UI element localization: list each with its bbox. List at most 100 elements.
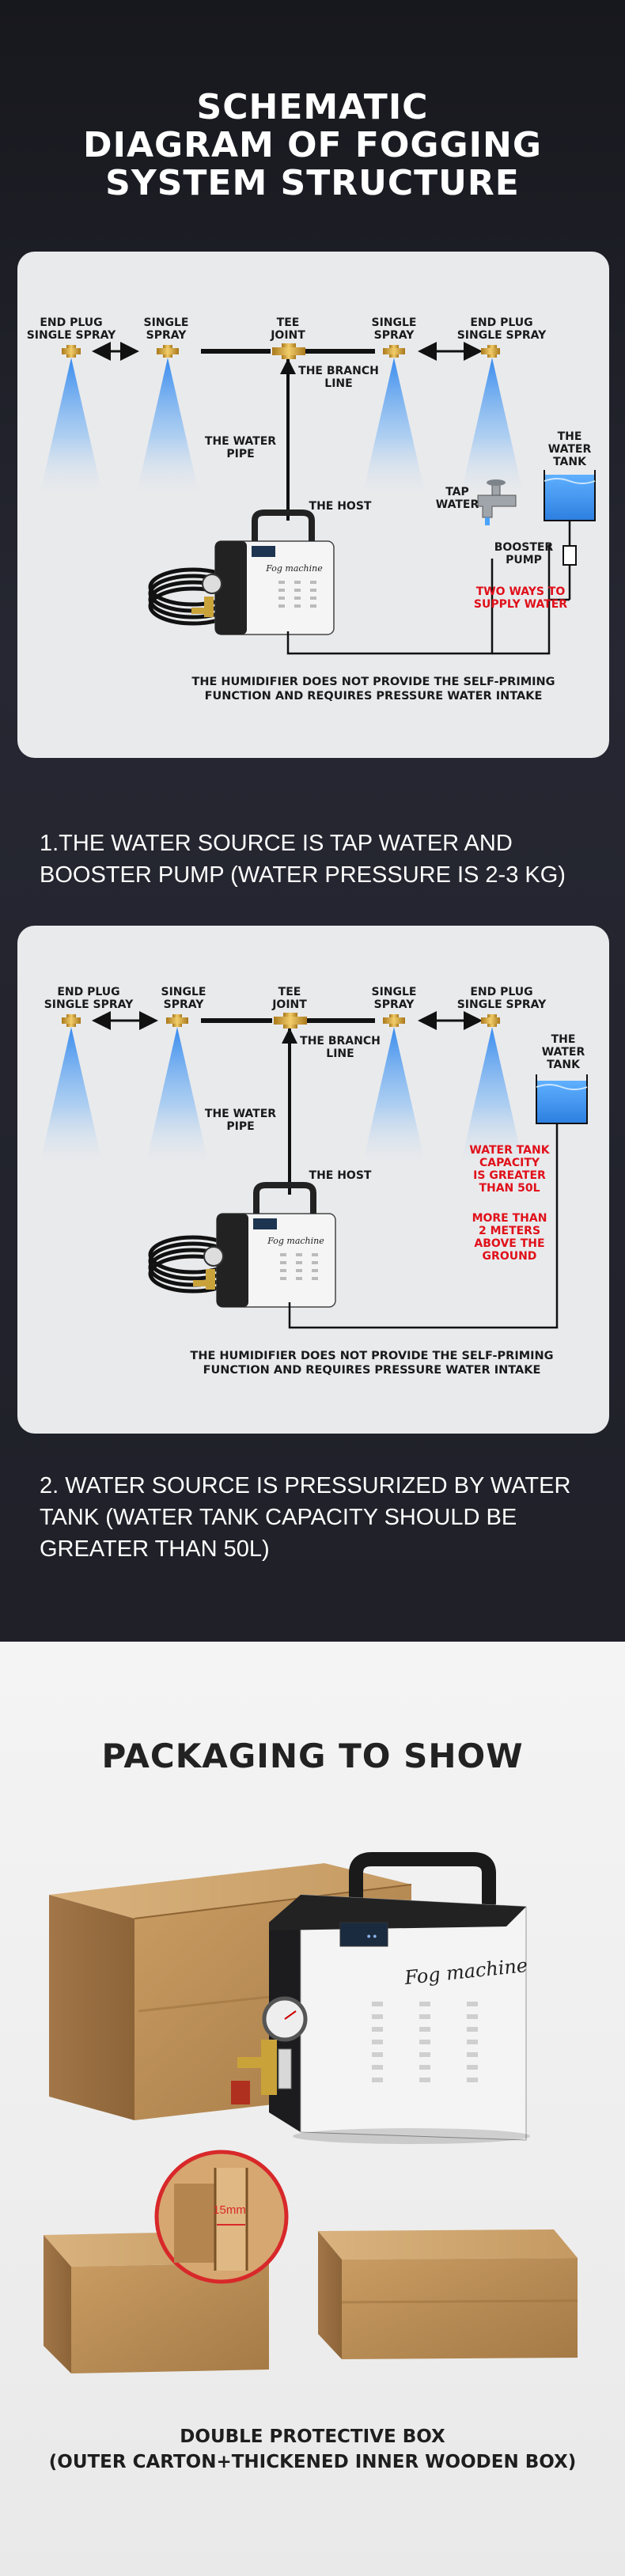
svg-text:BOOSTER: BOOSTER [494,541,554,554]
nozzle-end-left [41,1014,101,1170]
svg-text:THE WATER: THE WATER [205,1108,276,1120]
label-water-tank: THE WATER TANK [548,430,592,468]
label-end-plug-right: END PLUG SINGLE SPRAY [457,316,547,342]
svg-text:Fog machine: Fog machine [265,563,323,574]
schematic-panel-2: END PLUG SINGLE SPRAY SINGLE SPRAY TEE J… [17,926,609,1434]
nozzle-end-right [462,1014,522,1170]
label-end-plug-left: END PLUG SINGLE SPRAY [44,986,134,1011]
label-two-ways: TWO WAYS TO SUPPLY WATER [474,585,567,611]
label-single-spray-left: SINGLE SPRAY [161,986,206,1011]
fog-machine-product: ● ● Fog machine [231,1852,530,2144]
svg-text:Fog machine: Fog machine [267,1236,324,1246]
intake-pipe [286,544,551,655]
label-single-spray-right: SINGLE SPRAY [372,316,417,342]
svg-text:JOINT: JOINT [270,329,305,342]
svg-text:END PLUG: END PLUG [40,316,102,329]
nozzle-single-right [364,1014,424,1170]
svg-text:THE HUMIDIFIER DOES NOT PROVID: THE HUMIDIFIER DOES NOT PROVIDE THE SELF… [190,1350,553,1362]
intake-pipe [288,1123,559,1329]
label-tank-capacity: WATER TANK CAPACITY IS GREATER THAN 50L [469,1144,550,1195]
title-line-2: DIAGRAM OF FOGGING [83,125,542,165]
tap-faucet [477,479,517,525]
caption-water-tank: 2. WATER SOURCE IS PRESSURIZED BY WATER … [40,1473,571,1562]
svg-text:LINE: LINE [326,1047,354,1060]
svg-text:THE BRANCH: THE BRANCH [298,365,379,377]
inner-box-right [318,2229,578,2359]
svg-text:WATER TANK: WATER TANK [469,1144,550,1157]
svg-text:PIPE: PIPE [226,1120,254,1133]
svg-text:SINGLE: SINGLE [161,986,206,998]
svg-text:15mm: 15mm [213,2203,246,2217]
svg-text:TAP: TAP [445,486,469,498]
label-end-plug-left: END PLUG SINGLE SPRAY [27,316,116,342]
svg-text:SINGLE SPRAY: SINGLE SPRAY [457,998,547,1011]
water-tank [544,470,596,521]
svg-text:● ●: ● ● [366,1932,377,1940]
svg-text:ABOVE THE: ABOVE THE [474,1237,544,1250]
label-water-pipe: THE WATER PIPE [205,435,276,460]
label-water-pipe: THE WATER PIPE [205,1108,276,1133]
svg-text:SPRAY: SPRAY [374,998,415,1011]
note-self-priming: THE HUMIDIFIER DOES NOT PROVIDE THE SELF… [190,1350,553,1377]
svg-text:SINGLE SPRAY: SINGLE SPRAY [27,329,116,342]
nozzle-single-left [147,1014,207,1170]
label-tee-joint: TEE JOINT [271,986,307,1011]
nozzle-single-left [138,345,198,501]
svg-text:TEE: TEE [278,986,301,998]
label-tank-height: MORE THAN 2 METERS ABOVE THE GROUND [472,1212,547,1263]
svg-text:TEE: TEE [277,316,300,329]
tee-joint-fitting [272,343,305,359]
svg-text:END PLUG: END PLUG [57,986,119,998]
svg-text:SUPPLY WATER: SUPPLY WATER [474,598,567,611]
svg-text:THE HUMIDIFIER DOES NOT PROVID: THE HUMIDIFIER DOES NOT PROVIDE THE SELF… [191,676,555,688]
svg-text:SPRAY: SPRAY [164,998,205,1011]
page-title: SCHEMATIC DIAGRAM OF FOGGING SYSTEM STRU… [0,89,625,203]
svg-text:SINGLE SPRAY: SINGLE SPRAY [457,329,547,342]
packaging-caption: DOUBLE PROTECTIVE BOX (OUTER CARTON+THIC… [0,2424,625,2475]
packaging-caption-line-1: DOUBLE PROTECTIVE BOX [180,2426,445,2447]
packaging-illustration: ● ● Fog machine 15mm [44,1852,578,2373]
svg-text:SINGLE: SINGLE [144,316,189,329]
svg-text:THE: THE [551,1033,576,1046]
label-end-plug-right: END PLUG SINGLE SPRAY [457,986,547,1011]
label-tee-joint: TEE JOINT [270,316,305,342]
nozzle-end-left [41,345,101,501]
svg-text:WATER: WATER [436,498,479,511]
packaging-title: PACKAGING TO SHOW [101,1737,524,1775]
svg-text:PIPE: PIPE [226,448,254,460]
nozzle-end-right [462,345,522,501]
svg-text:SINGLE: SINGLE [372,986,417,998]
svg-text:PUMP: PUMP [506,554,542,566]
label-host: THE HOST [309,1169,372,1182]
label-host: THE HOST [309,500,372,513]
svg-text:FUNCTION AND REQUIRES PRESSURE: FUNCTION AND REQUIRES PRESSURE WATER INT… [203,1364,541,1377]
svg-text:JOINT: JOINT [271,998,307,1011]
svg-text:WATER: WATER [542,1046,585,1059]
label-branch-line: THE BRANCH LINE [298,365,379,390]
svg-text:CAPACITY: CAPACITY [479,1157,540,1169]
packaging-caption-line-2: (OUTER CARTON+THICKENED INNER WOODEN BOX… [48,2452,577,2472]
title-line-3: SYSTEM STRUCTURE [105,163,520,203]
svg-text:IS GREATER: IS GREATER [473,1169,546,1182]
svg-text:END PLUG: END PLUG [470,316,532,329]
svg-text:LINE: LINE [324,377,352,390]
svg-text:THAN 50L: THAN 50L [479,1182,540,1195]
schematic-panel-1: END PLUG SINGLE SPRAY SINGLE SPRAY TEE J… [17,252,609,758]
nozzle-single-right [364,345,424,501]
svg-text:2 METERS: 2 METERS [479,1225,540,1237]
title-line-1: SCHEMATIC [196,87,429,127]
label-branch-line: THE BRANCH LINE [300,1035,381,1060]
water-tank [536,1074,588,1124]
svg-text:WATER: WATER [548,443,592,456]
svg-text:SPRAY: SPRAY [374,329,415,342]
svg-text:THE BRANCH: THE BRANCH [300,1035,381,1047]
thickness-detail: 15mm [154,2150,289,2284]
svg-text:SPRAY: SPRAY [146,329,188,342]
caption-tap-water: 1.THE WATER SOURCE IS TAP WATER AND BOOS… [40,831,566,888]
label-single-spray-left: SINGLE SPRAY [144,316,189,342]
fog-machine: Fog machine [193,1182,336,1308]
label-booster-pump: BOOSTER PUMP [494,541,554,566]
svg-text:MORE THAN: MORE THAN [472,1212,547,1225]
fog-machine: Fog machine [191,510,335,635]
svg-text:TANK: TANK [547,1059,581,1071]
